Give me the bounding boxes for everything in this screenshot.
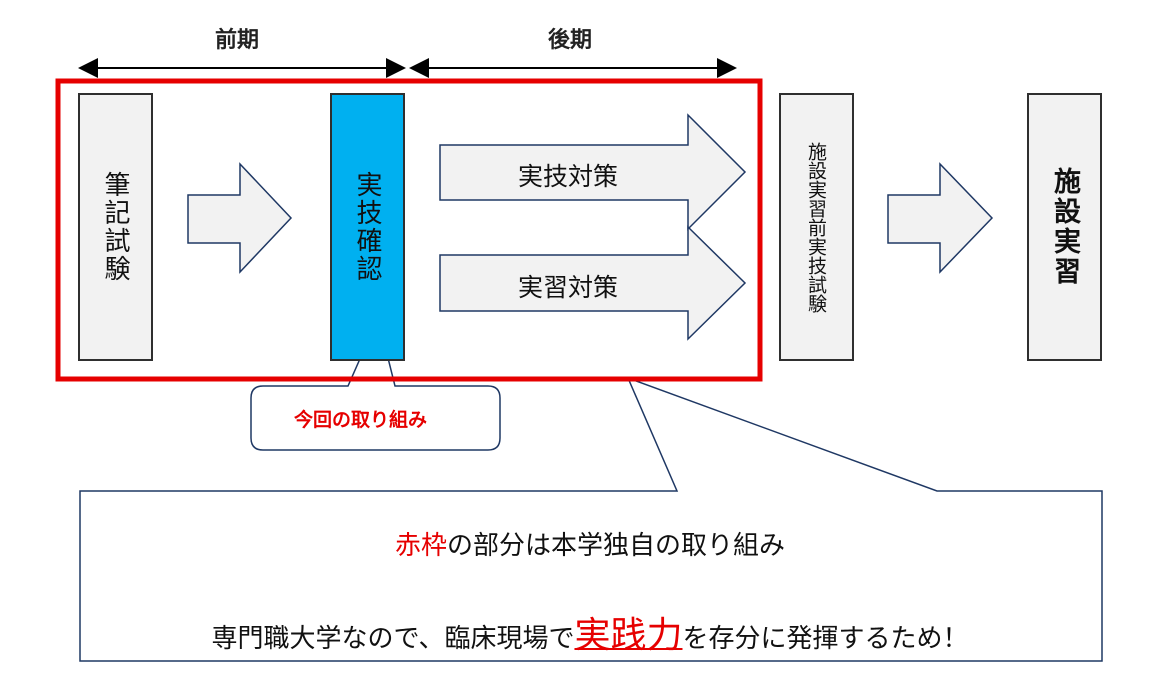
- practicum-prep-arrow: [439, 225, 747, 341]
- practicum-box: 施設実習: [1027, 93, 1102, 361]
- initiative-label: 今回の取り組み: [294, 409, 428, 431]
- note-line-2-post: を存分に発揮するため！: [682, 624, 969, 654]
- note-line-1-rest: の部分は本学独自の取り組み: [447, 531, 786, 561]
- note-line-2-pre: 専門職大学なので、臨床現場で: [211, 624, 575, 654]
- second-phase-label: 後期: [548, 28, 593, 53]
- initiative-callout-bubble: [250, 315, 501, 451]
- practice-ability-term: 実践力: [574, 615, 683, 656]
- written-exam-box: 筆記試験: [78, 93, 153, 361]
- arrow-to-skill-check: [187, 162, 293, 274]
- practicum-prep-label: 実習対策: [518, 273, 619, 302]
- skill-prep-arrow: [439, 113, 747, 231]
- pre-practicum-exam-label: 施設実習前実技試験: [805, 141, 827, 313]
- pre-practicum-exam-box: 施設実習前実技試験: [779, 93, 854, 361]
- note-line-1: 赤枠の部分は本学独自の取り組み: [80, 525, 1100, 562]
- red-frame-term: 赤枠: [394, 531, 447, 561]
- red-frame: [55, 78, 763, 382]
- skill-check-box: 実技確認: [330, 93, 405, 361]
- skill-prep-label: 実技対策: [518, 162, 619, 191]
- arrow-to-practicum: [887, 162, 994, 274]
- written-exam-label: 筆記試験: [100, 171, 130, 283]
- note-callout-bubble: [79, 376, 1103, 662]
- first-phase-label: 前期: [215, 28, 260, 53]
- skill-check-label: 実技確認: [352, 171, 382, 283]
- note-line-2: 専門職大学なので、臨床現場で実践力を存分に発揮するため！: [80, 606, 1100, 658]
- practicum-label: 施設実習: [1049, 167, 1080, 287]
